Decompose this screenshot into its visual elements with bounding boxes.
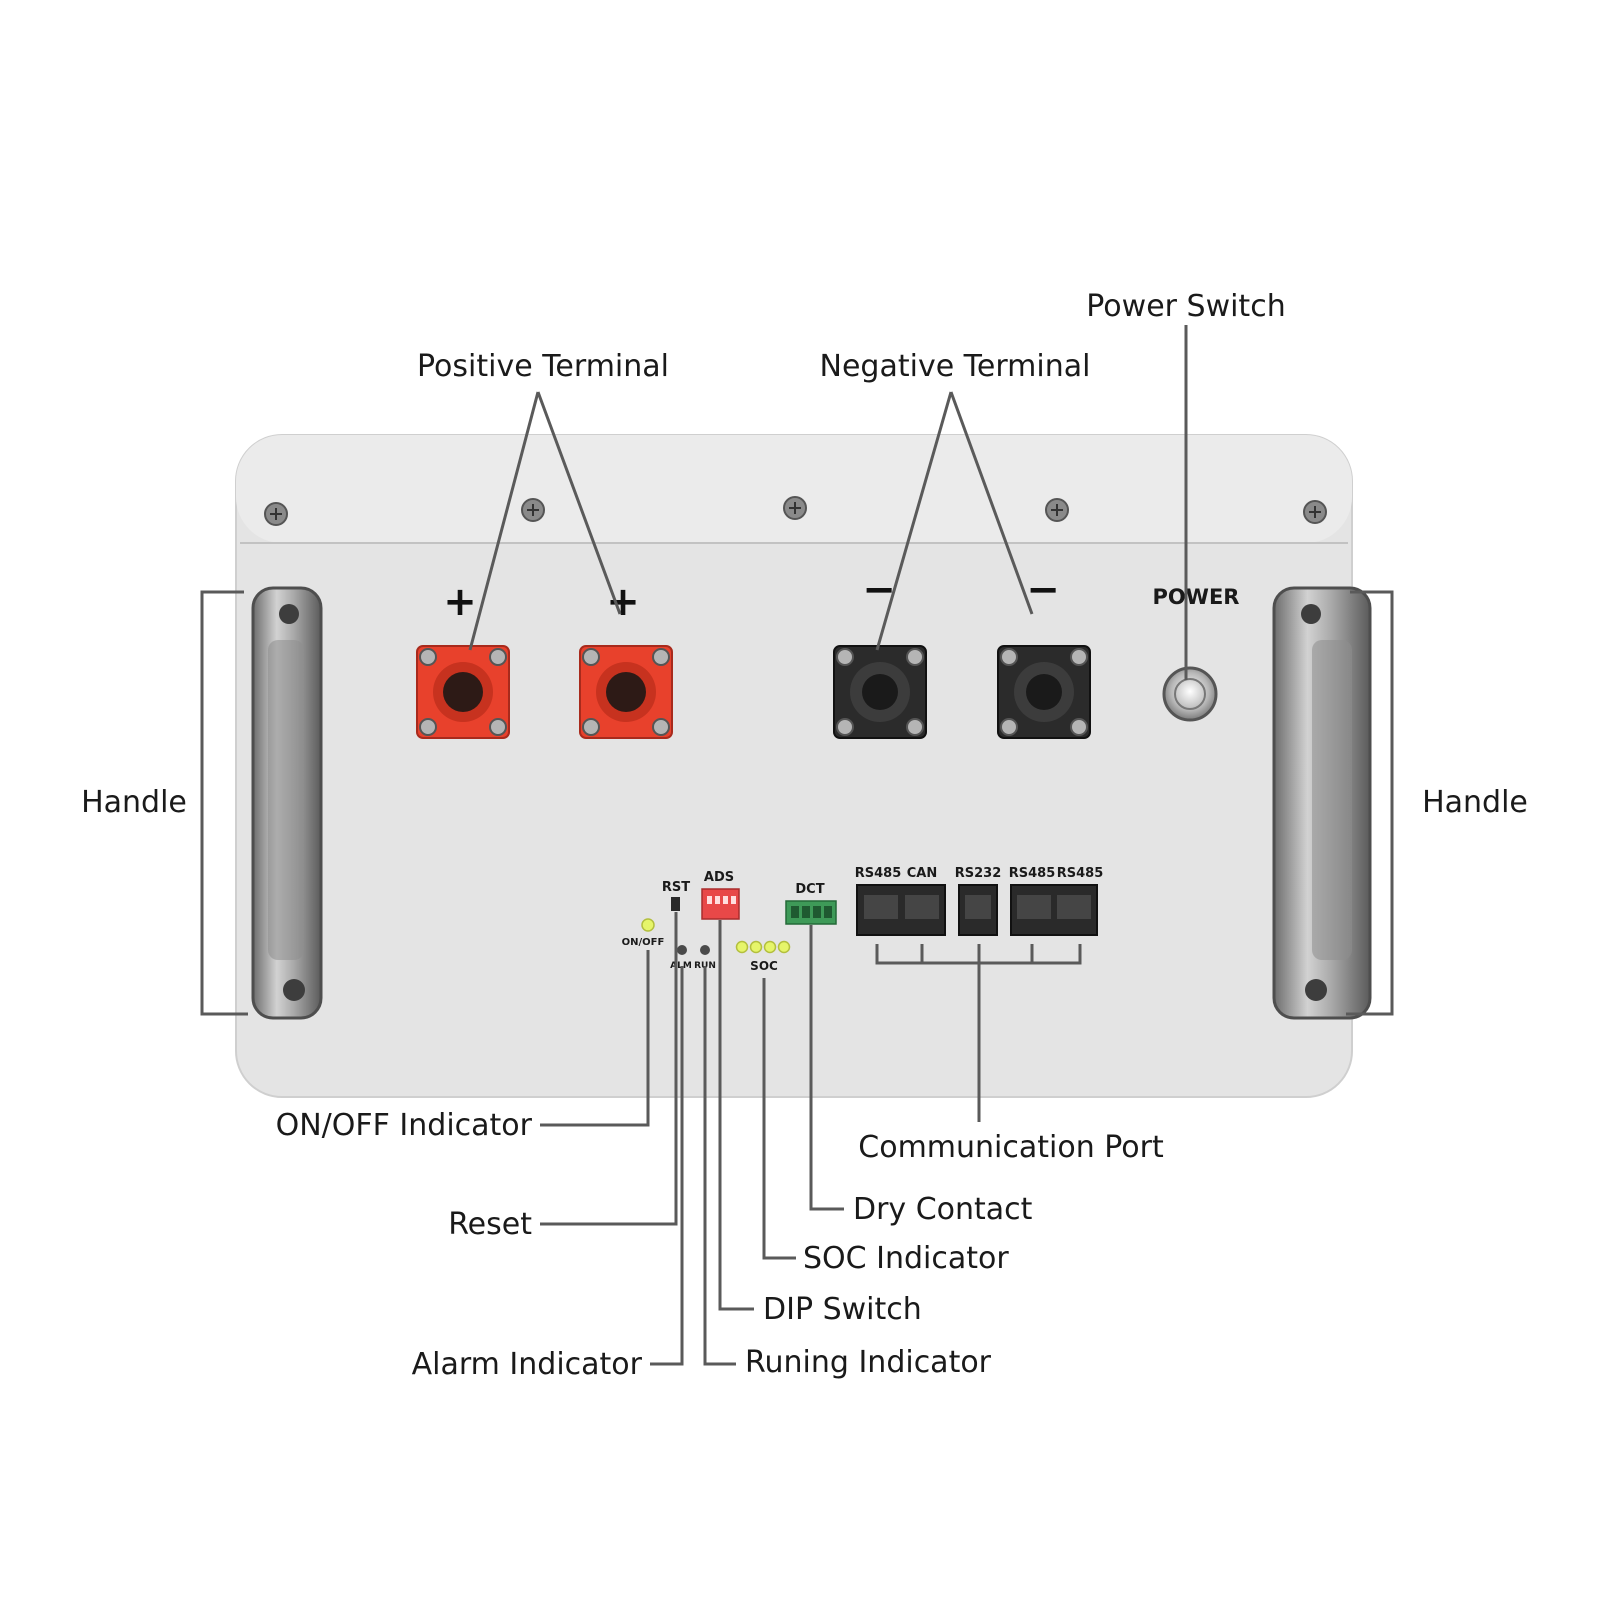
communication-port-block-2[interactable]: [1010, 884, 1098, 936]
power-switch-button[interactable]: [1162, 666, 1218, 722]
rst-label: RST: [662, 880, 690, 895]
dct-label: DCT: [795, 882, 824, 897]
port-label-can: CAN: [907, 866, 937, 881]
screw: [1045, 498, 1069, 522]
positive-terminal-2[interactable]: [579, 645, 673, 739]
power-label: POWER: [1153, 585, 1240, 609]
callout-running-indicator: Runing Indicator: [745, 1345, 992, 1380]
negative-terminal-1[interactable]: [833, 645, 927, 739]
dry-contact-connector[interactable]: [785, 900, 837, 925]
positive-terminal-1[interactable]: [416, 645, 510, 739]
callout-positive-terminal: Positive Terminal: [417, 349, 669, 384]
callout-negative-terminal: Negative Terminal: [820, 349, 1091, 384]
on-off-label: ON/OFF: [622, 937, 665, 948]
positive-sign-1: +: [443, 579, 477, 625]
callout-reset: Reset: [448, 1207, 532, 1242]
screw: [783, 496, 807, 520]
callout-dip-switch: DIP Switch: [763, 1292, 922, 1327]
callout-soc-indicator: SOC Indicator: [803, 1241, 1009, 1276]
positive-sign-2: +: [606, 579, 640, 625]
screw: [264, 502, 288, 526]
dip-switch[interactable]: [701, 888, 740, 920]
communication-port-rs232[interactable]: [958, 884, 998, 936]
callout-handle-right: Handle: [1422, 785, 1528, 820]
soc-leds: [735, 940, 791, 954]
port-label-rs485-3: RS485: [1057, 866, 1104, 881]
port-label-rs485-1: RS485: [855, 866, 902, 881]
running-led: [700, 945, 710, 955]
callout-on-off-indicator: ON/OFF Indicator: [276, 1108, 533, 1143]
ads-label: ADS: [704, 870, 734, 885]
on-off-led: [641, 918, 655, 932]
callout-handle-left: Handle: [81, 785, 187, 820]
panel-screws: [264, 496, 1327, 526]
right-handle[interactable]: [1272, 586, 1372, 1020]
reset-button[interactable]: [671, 897, 680, 911]
callout-communication-port: Communication Port: [858, 1130, 1164, 1165]
port-label-rs232: RS232: [955, 866, 1002, 881]
negative-terminal-2[interactable]: [997, 645, 1091, 739]
left-handle[interactable]: [251, 586, 323, 1020]
leader-lines: [200, 325, 1394, 1366]
callout-dry-contact: Dry Contact: [853, 1192, 1033, 1227]
soc-label: SOC: [750, 959, 778, 973]
callout-power-switch: Power Switch: [1086, 289, 1285, 324]
port-label-rs485-2: RS485: [1009, 866, 1056, 881]
alarm-led: [677, 945, 687, 955]
callout-alarm-indicator: Alarm Indicator: [412, 1347, 643, 1382]
communication-port-block-1[interactable]: [856, 884, 946, 936]
negative-sign-2: −: [1026, 567, 1060, 613]
screw: [1303, 500, 1327, 524]
screw: [521, 498, 545, 522]
